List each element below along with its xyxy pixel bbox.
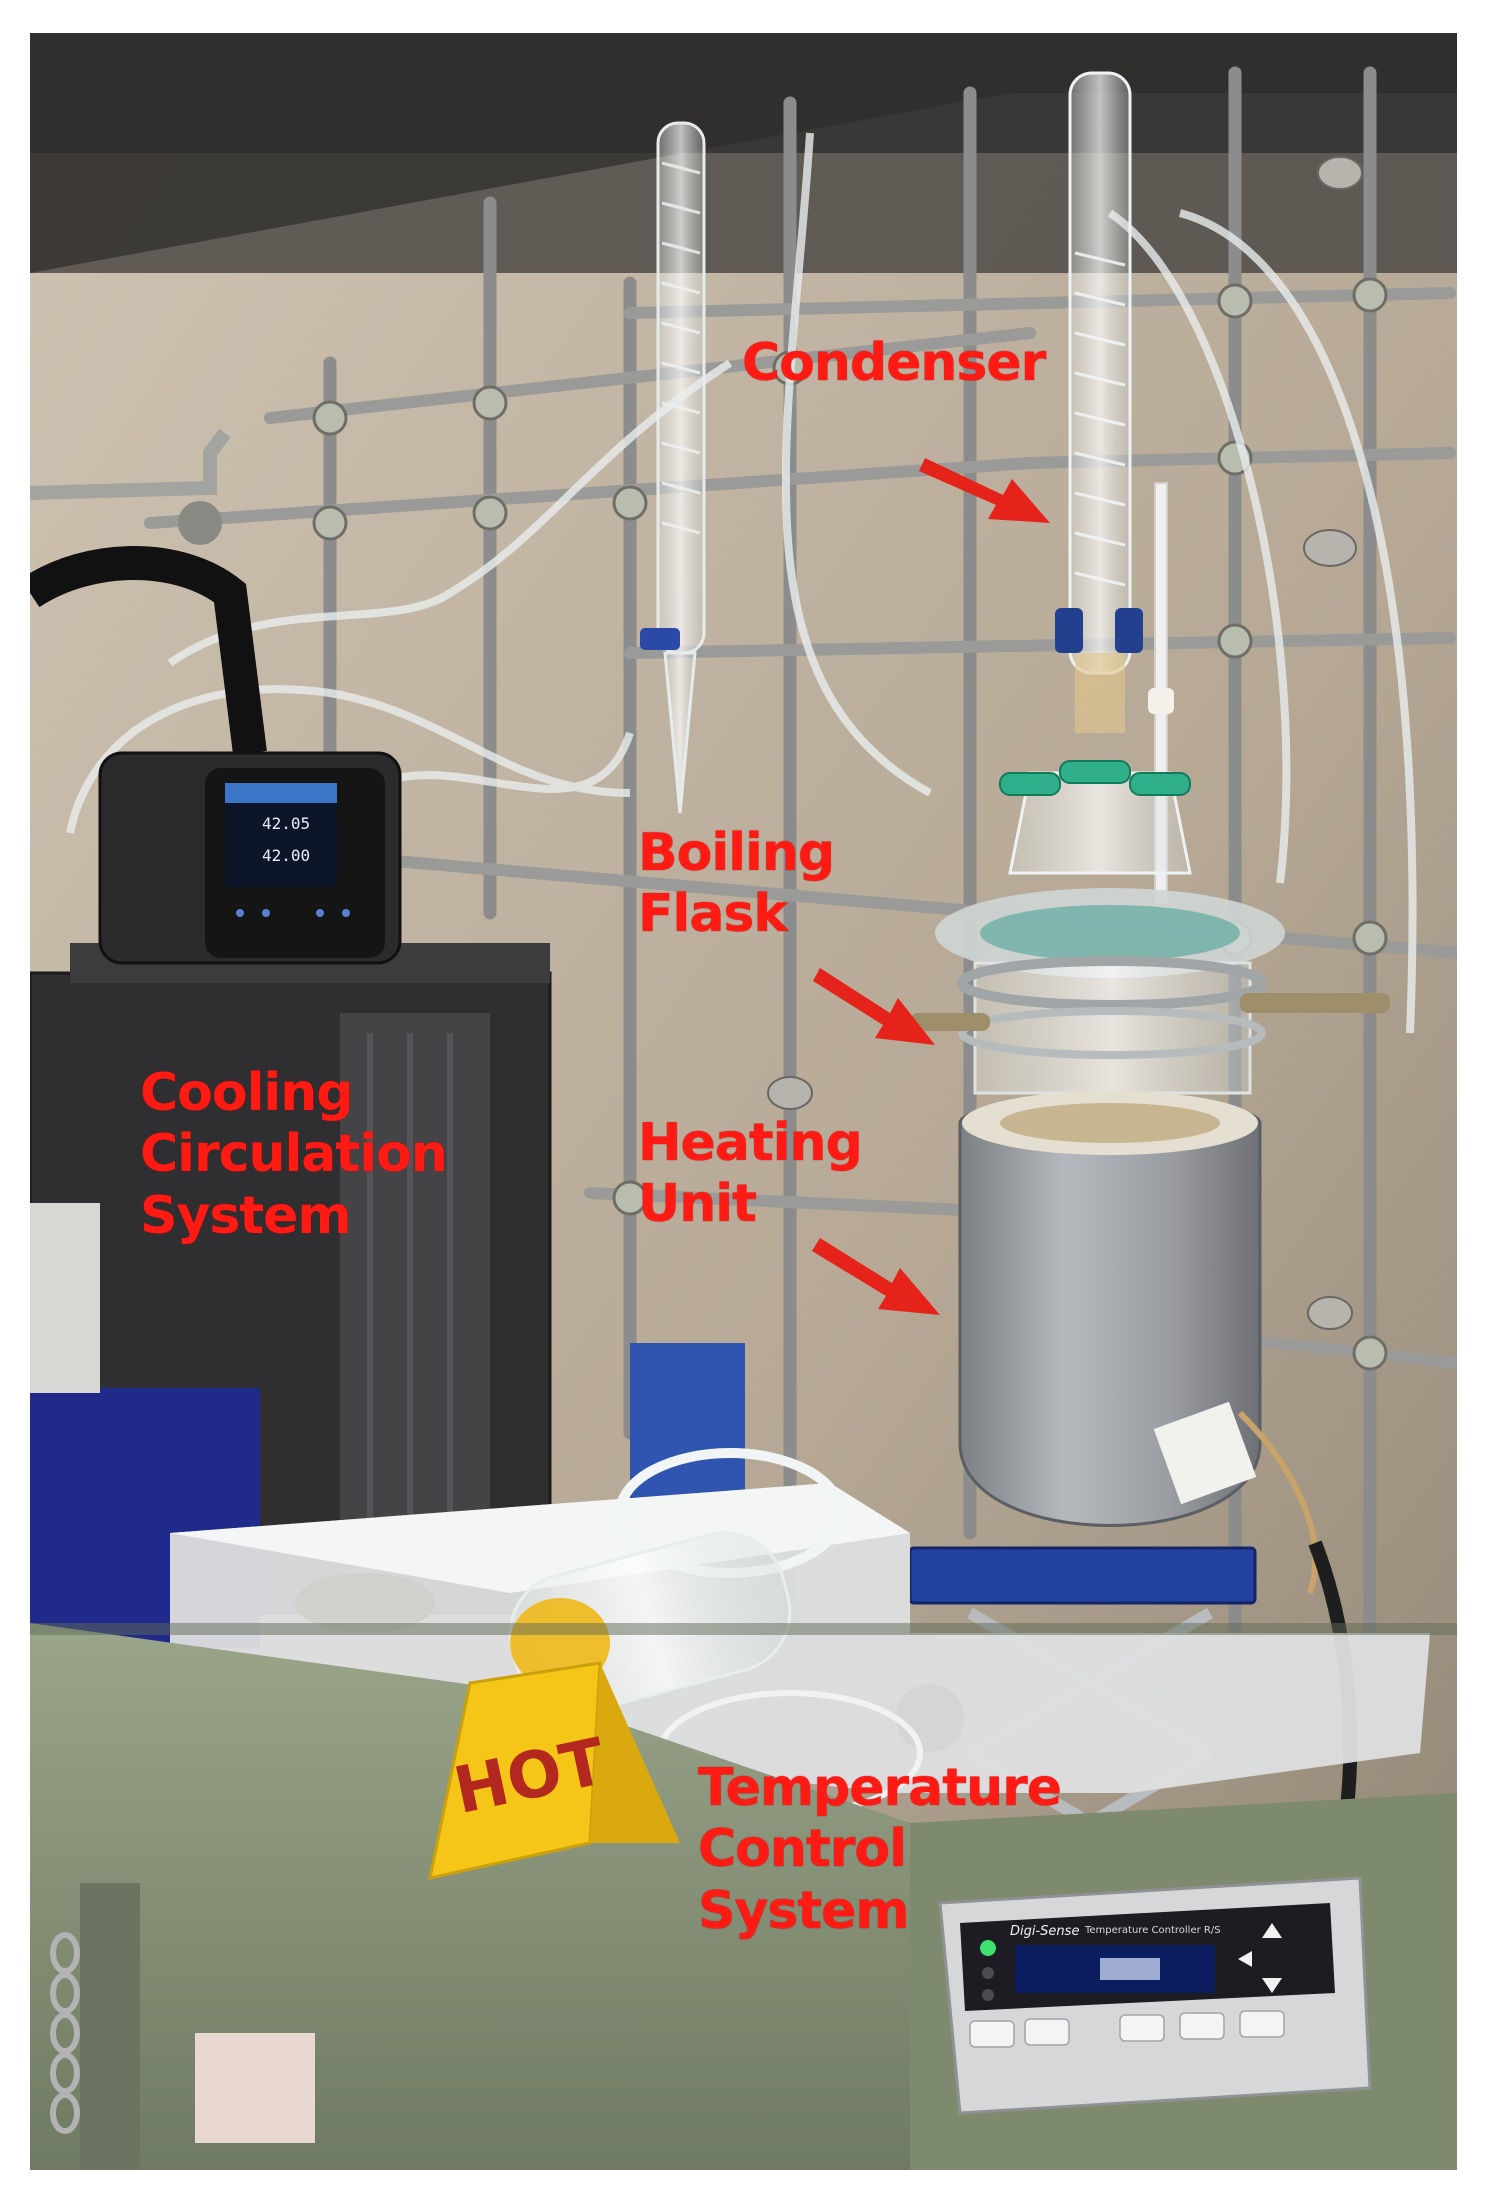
- chiller-temp-primary: 42.05: [262, 814, 310, 833]
- condenser-arrow: [919, 458, 1050, 523]
- boiling-flask-arrow: [813, 968, 935, 1045]
- hot-sign-side: [590, 1663, 680, 1843]
- condenser-label: Condenser: [742, 333, 1046, 393]
- controller-brand: Digi-Sense: [1010, 1924, 1079, 1939]
- reflux-apparatus-scene: 42.05 42.00 HOT Digi-Sense Temperature C…: [30, 33, 1457, 2170]
- chiller-temp-secondary: 42.00: [262, 846, 310, 865]
- lab-photograph: 42.05 42.00 HOT Digi-Sense Temperature C…: [30, 33, 1457, 2170]
- controller-model: Temperature Controller R/S: [1084, 1925, 1221, 1936]
- heating-unit-arrow: [812, 1238, 940, 1315]
